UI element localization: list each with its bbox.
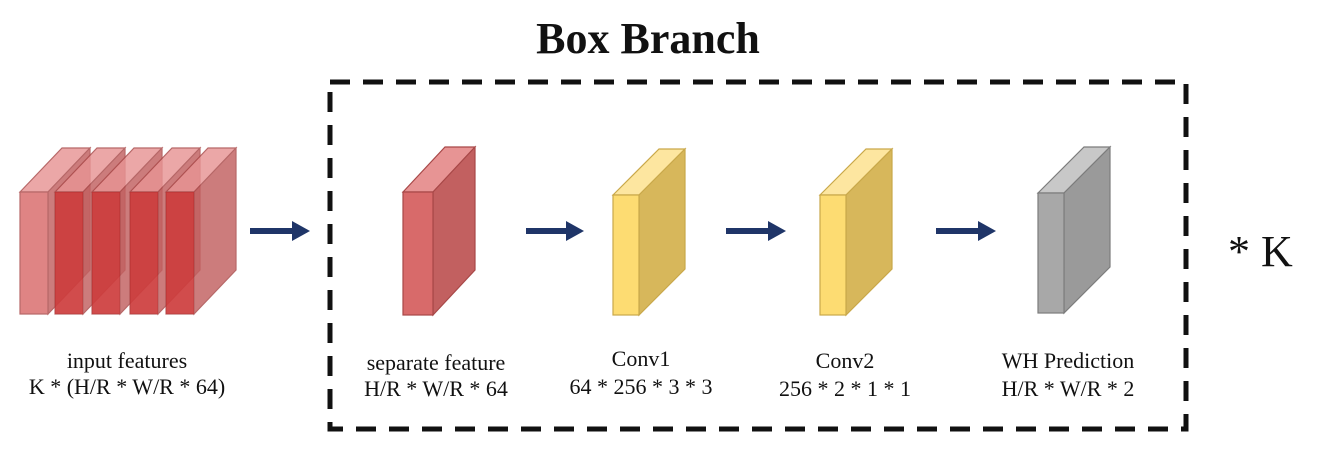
input-features-shape: K * (H/R * W/R * 64) — [29, 374, 225, 399]
input-overlap-2 — [92, 192, 120, 314]
input-overlap-1 — [55, 192, 83, 314]
arrow-1 — [250, 221, 310, 241]
conv1-shape: 64 * 256 * 3 * 3 — [570, 374, 713, 399]
input-features-label: input features — [67, 348, 187, 373]
conv2-shape: 256 * 2 * 1 * 1 — [779, 376, 911, 401]
input-overlap-4 — [166, 192, 194, 314]
input-slab-1-front — [19, 191, 49, 315]
conv2-slab — [818, 147, 894, 317]
conv1-block — [611, 147, 687, 317]
separate-feature-block — [401, 145, 477, 317]
wh-prediction-label: WH Prediction — [1002, 348, 1135, 373]
arrows — [250, 221, 996, 241]
separate-slab-front — [402, 191, 434, 316]
conv2-label: Conv2 — [816, 348, 875, 373]
input-slab-5 — [164, 146, 238, 316]
separate-feature-label: separate feature — [367, 350, 506, 375]
arrow-4 — [936, 221, 996, 241]
k-multiplier: * K — [1228, 227, 1293, 276]
conv2-block — [818, 147, 894, 317]
wh-prediction-block — [1036, 145, 1112, 315]
arrow-2 — [526, 221, 584, 241]
arrow-3 — [726, 221, 786, 241]
conv1-label: Conv1 — [612, 346, 671, 371]
separate-feature-shape: H/R * W/R * 64 — [364, 376, 508, 401]
wh-slab-front — [1037, 192, 1065, 314]
wh-slab — [1036, 145, 1112, 315]
conv1-slab — [611, 147, 687, 317]
separate-slab — [401, 145, 477, 317]
conv2-slab-front — [819, 194, 847, 316]
diagram-title: Box Branch — [536, 14, 760, 63]
branch-border — [327, 79, 1189, 432]
input-overlap-3 — [130, 192, 158, 314]
input-features-stack — [18, 146, 238, 316]
wh-prediction-shape: H/R * W/R * 2 — [1002, 376, 1135, 401]
conv1-slab-front — [612, 194, 640, 316]
